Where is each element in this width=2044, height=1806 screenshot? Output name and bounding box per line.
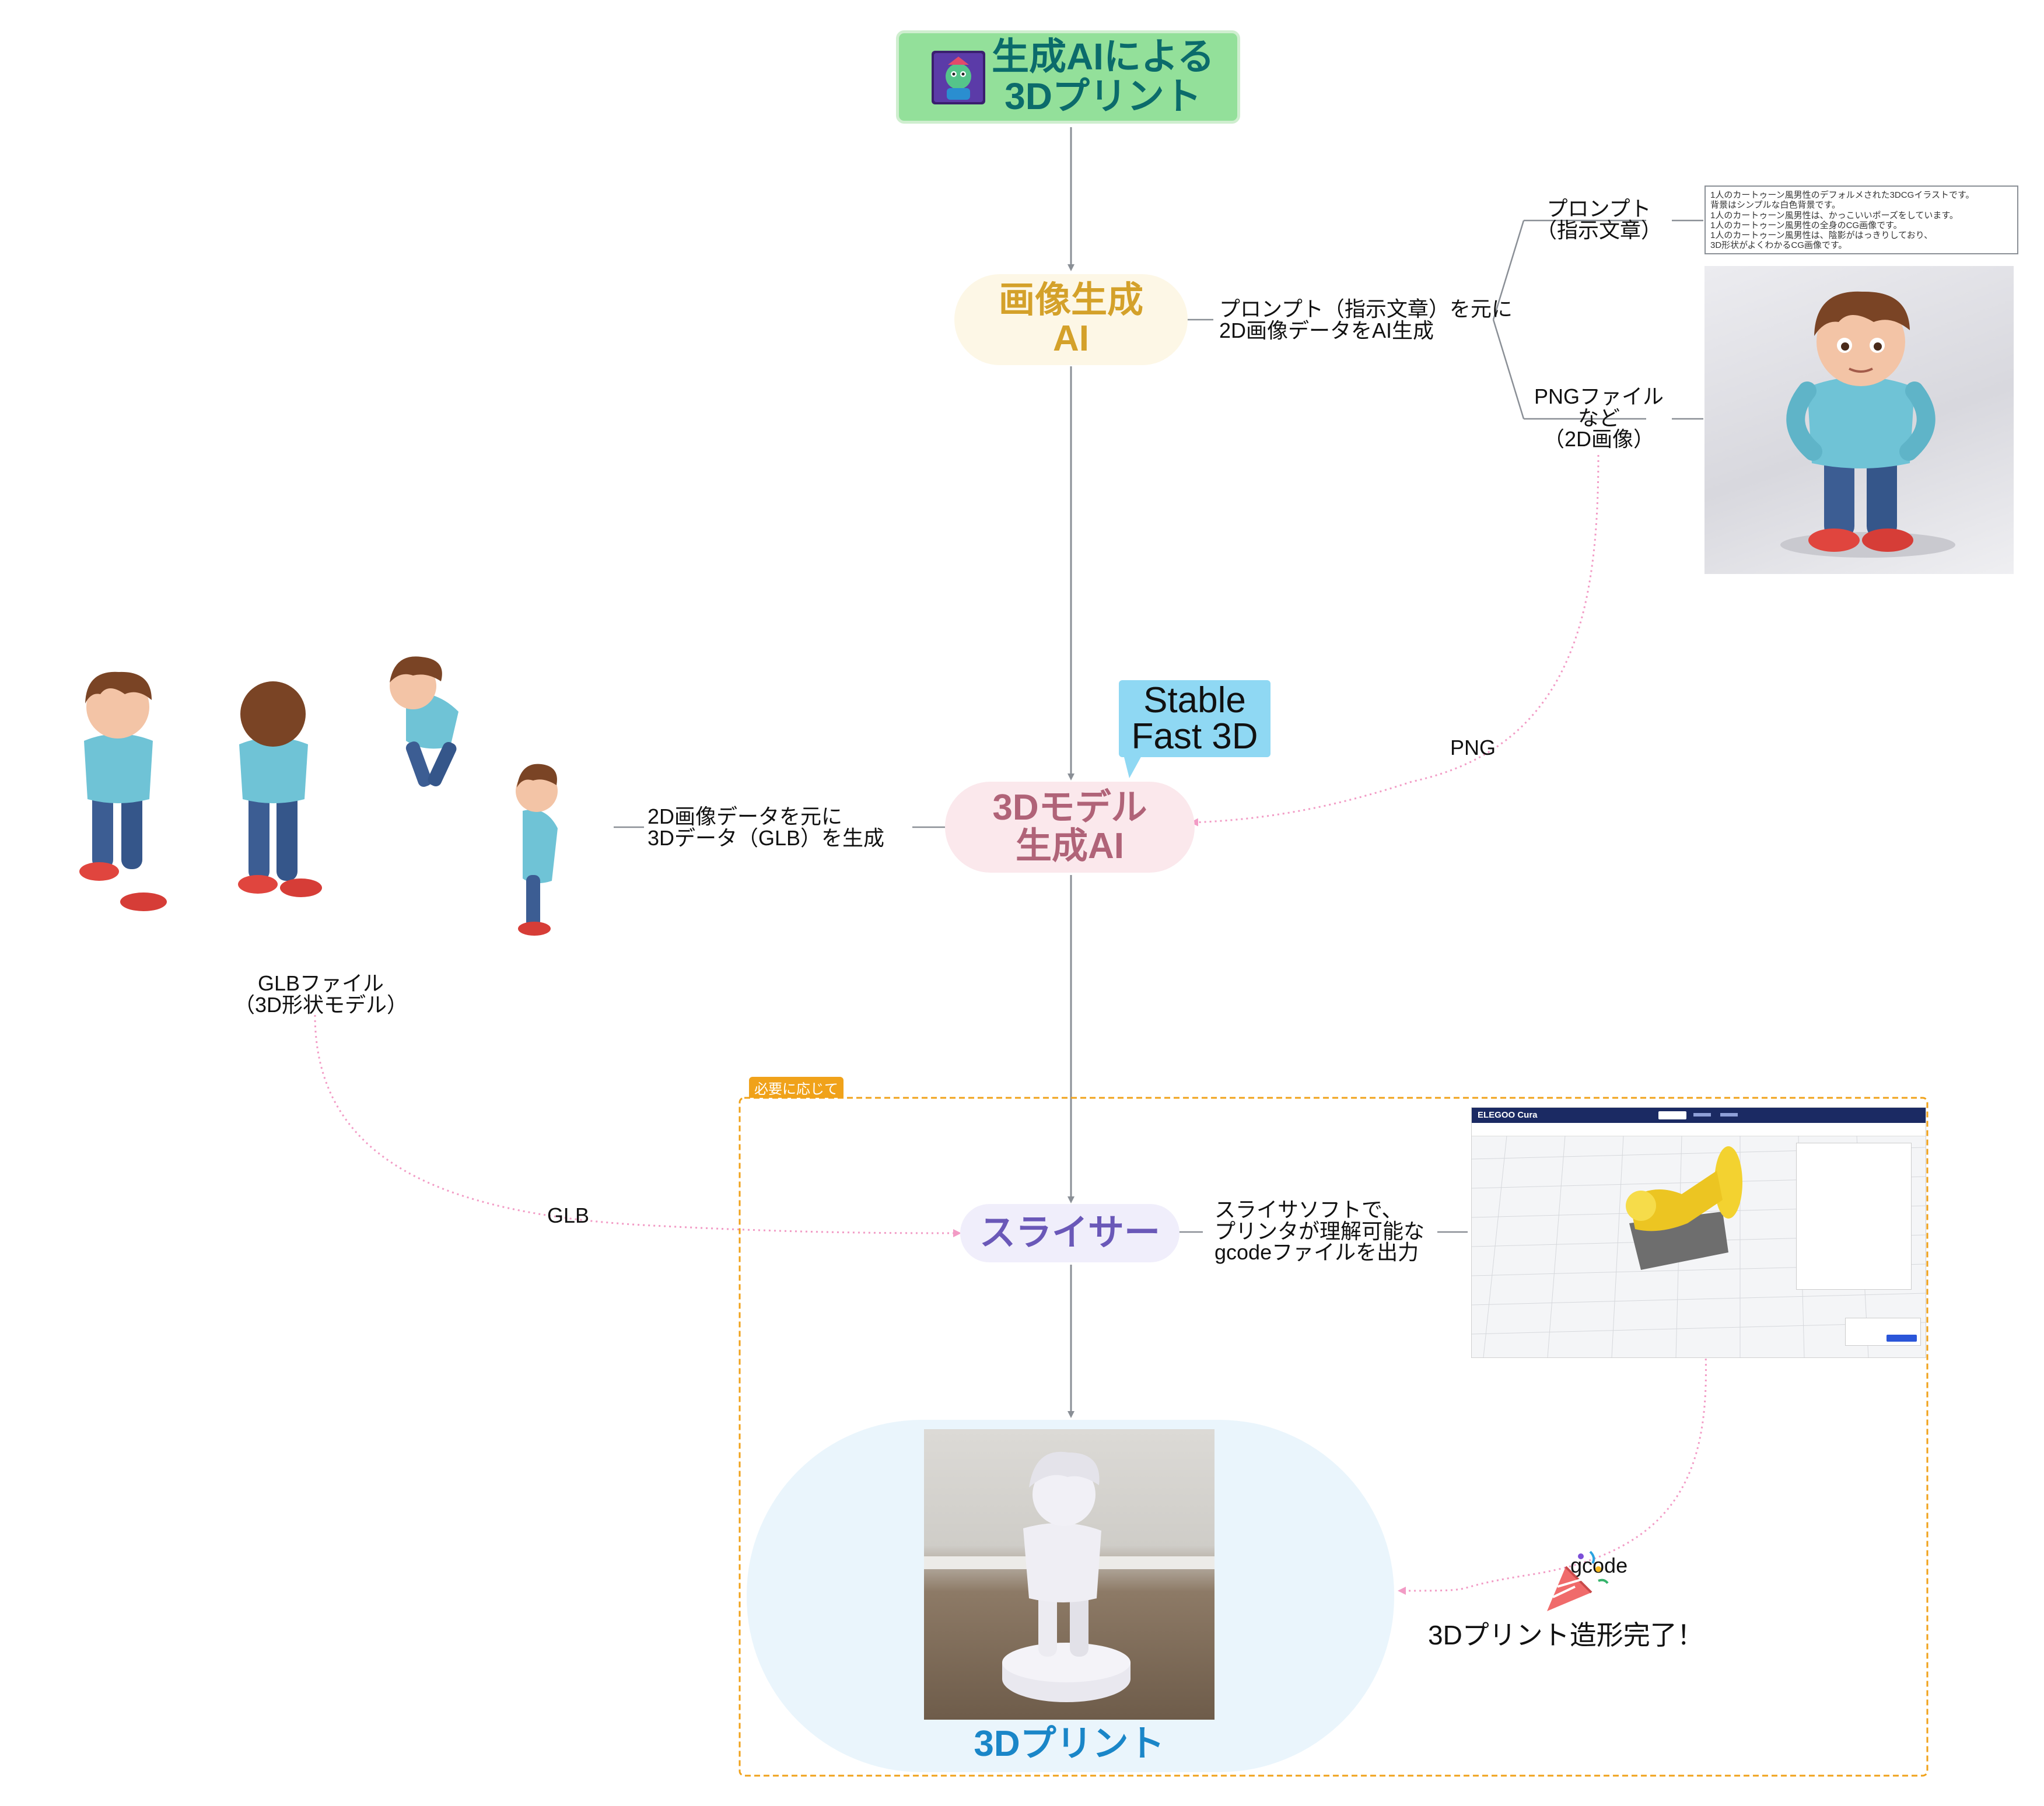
render-back — [238, 681, 322, 897]
generated-character-image — [1704, 266, 2014, 574]
root-topic[interactable]: 生成AIによる 3Dプリント — [896, 30, 1240, 124]
callout-stable-fast-3d: Stable Fast 3D — [1119, 680, 1270, 757]
label-png-file: PNGファイル など （2D画像） — [1534, 384, 1664, 452]
boundary-tag: 必要に応じて — [749, 1077, 844, 1098]
node-image-ai[interactable]: 画像生成 AI — [954, 274, 1188, 365]
render-low-angle — [516, 764, 558, 936]
edge-png — [1190, 454, 1600, 827]
prompt-text: 1人のカートゥーン風男性のデフォルメされた3DCGイラストです。 背景はシンプル… — [1710, 190, 1975, 251]
boundary-tag-label: 必要に応じて — [754, 1081, 838, 1097]
boundary-box — [738, 1097, 1929, 1777]
slicer-app-titlebar: ELEGOO Cura — [1472, 1108, 1926, 1123]
node-print-label: 3Dプリント — [974, 1724, 1165, 1764]
prompt-text-box: 1人のカートゥーン風男性のデフォルメされた3DCGイラストです。 背景はシンプル… — [1704, 186, 2018, 254]
label-prompt: プロンプト （指示文章） — [1535, 197, 1662, 242]
edge-label-png: PNG — [1450, 736, 1496, 760]
node-model-ai-label: 3Dモデル 生成AI — [992, 788, 1147, 866]
label-glb-file: GLBファイル （3D形状モデル） — [233, 971, 408, 1017]
slicer-app-tab — [1693, 1113, 1711, 1116]
avatar-icon — [932, 51, 985, 104]
label-slicer-desc: スライサソフトで、 プリンタが理解可能な gcodeファイルを出力 — [1214, 1198, 1425, 1265]
node-model-ai[interactable]: 3Dモデル 生成AI — [945, 782, 1195, 873]
slicer-settings-panel — [1796, 1143, 1912, 1290]
edge-glb — [314, 1014, 961, 1237]
slicer-app-screenshot: ELEGOO Cura — [1471, 1107, 1926, 1358]
node-image-ai-label: 画像生成 AI — [998, 280, 1143, 359]
node-slicer[interactable]: スライサー — [960, 1204, 1180, 1262]
render-top — [390, 656, 459, 787]
slicer-app-toolbar — [1472, 1123, 1926, 1136]
branch-fork — [1492, 220, 1525, 419]
party-popper-icon — [1547, 1550, 1609, 1611]
slicer-slice-button — [1887, 1335, 1917, 1342]
render-front — [79, 671, 167, 911]
slicer-app-brand: ELEGOO Cura — [1478, 1110, 1538, 1120]
callout-tail — [1124, 755, 1142, 778]
label-finish: 3Dプリント造形完了！ — [1428, 1620, 1704, 1650]
root-title: 生成AIによる 3Dプリント — [991, 36, 1215, 117]
node-slicer-label: スライサー — [979, 1213, 1160, 1254]
printed-figure-photo — [924, 1429, 1214, 1720]
glb-render-views — [56, 653, 610, 945]
slicer-app-tab — [1720, 1113, 1738, 1116]
slicer-slice-panel — [1845, 1318, 1921, 1346]
slicer-app-tab — [1658, 1111, 1686, 1119]
label-model-desc: 2D画像データを元に 3Dデータ（GLB）を生成 — [648, 804, 885, 850]
edge-label-glb: GLB — [547, 1203, 590, 1227]
label-image-ai-desc: プロンプト（指示文章）を元に 2D画像データをAI生成 — [1219, 297, 1513, 342]
callout-text: Stable Fast 3D — [1131, 680, 1258, 757]
slicer-model — [1626, 1146, 1742, 1270]
